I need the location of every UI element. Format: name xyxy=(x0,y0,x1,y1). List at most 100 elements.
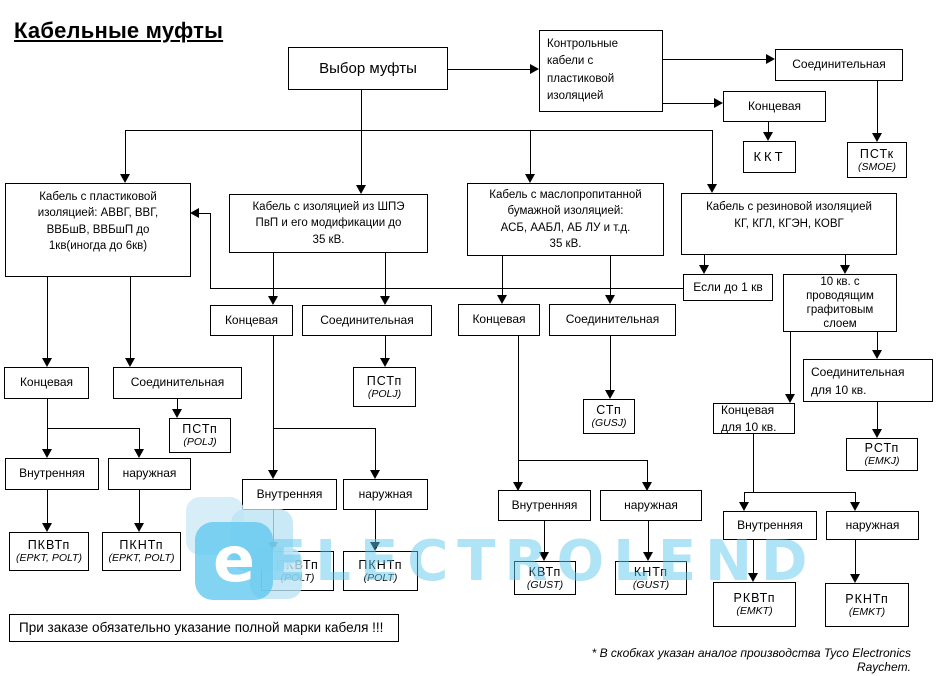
connector-line xyxy=(447,69,530,70)
node-pstp-left-label: ПСТп xyxy=(182,422,218,437)
connector-line xyxy=(768,122,769,132)
node-pstp-shpe-code: (POLJ) xyxy=(367,387,402,400)
node-pstp-left: ПСТп(POLJ) xyxy=(169,418,231,453)
connector-line xyxy=(845,255,846,265)
connector-line xyxy=(273,336,274,428)
node-pkntp-left: ПКНТп(EPKT, POLT) xyxy=(102,532,181,571)
arrowhead xyxy=(525,174,535,183)
node-koncevaya-shpe-label: Концевая xyxy=(224,312,279,327)
connector-line xyxy=(361,130,362,186)
node-rkntp-code: (EMKT) xyxy=(848,605,886,618)
node-kntp: КНТп(GUST) xyxy=(615,561,687,595)
node-soedinitelnaya-10kv: Соединительная для 10 кв. xyxy=(803,359,933,402)
node-rkvtp: РКВТп(EMKT) xyxy=(713,582,796,627)
node-naruzhnaya-maslo-label: наружная xyxy=(624,497,678,512)
connector-line xyxy=(518,460,647,461)
connector-line xyxy=(530,130,531,174)
arrowhead xyxy=(370,542,380,551)
arrowhead xyxy=(42,358,52,367)
node-pstk: ПСТк(SMOE) xyxy=(847,142,907,178)
arrowhead xyxy=(840,265,850,274)
node-rstp-code: (EMKJ) xyxy=(864,455,900,468)
node-kabel-rezina-label: Кабель с резиновой изоляцией КГ, КГЛ, КГ… xyxy=(706,201,872,231)
connector-line xyxy=(753,434,754,492)
node-koncevaya-10kv-label: Концевая для 10 кв. xyxy=(721,403,777,434)
arrowhead xyxy=(380,296,390,305)
node-vybor-mufty-label: Выбор муфты xyxy=(319,59,417,77)
node-10kv-grafit-label: 10 кв. с проводящим графитовым слоем xyxy=(806,275,874,331)
arrowhead xyxy=(268,542,278,551)
node-stp-label: СТп xyxy=(596,403,622,418)
connector-line xyxy=(790,332,791,394)
node-kntp-label: КНТп xyxy=(633,564,669,579)
node-rstp-label: РСТп xyxy=(864,441,900,456)
node-stp: СТп(GUSJ) xyxy=(583,399,635,434)
node-vnutrennyaya-left-label: Внутренняя xyxy=(19,466,85,481)
node-kontrolnye-kabeli: Контрольные кабели с пластиковой изоляци… xyxy=(539,30,663,112)
node-kabel-shpe: Кабель с изоляцией из ШПЭ ПвП и его моди… xyxy=(229,194,428,253)
node-soedinitelnaya-shpe: Соединительная xyxy=(302,305,432,336)
arrowhead xyxy=(530,64,539,74)
connector-line xyxy=(855,492,856,502)
node-kabel-shpe-label: Кабель с изоляцией из ШПЭ ПвП и его моди… xyxy=(252,201,405,246)
connector-line xyxy=(385,253,386,296)
node-naruzhnaya-maslo: наружная xyxy=(600,490,702,521)
arrowhead xyxy=(42,449,52,458)
connector-line xyxy=(610,336,611,390)
node-pkvtp-shpe-code: (POLT) xyxy=(280,571,315,584)
connector-line xyxy=(663,103,714,104)
connector-line xyxy=(375,428,376,470)
node-esli-do-1kv-label: Если до 1 кв xyxy=(693,279,763,294)
node-naruzhnaya-shpe-label: наружная xyxy=(358,486,413,501)
arrowhead xyxy=(120,174,130,183)
node-kabel-plastik: Кабель с пластиковой изоляцией: АВВГ, ВВ… xyxy=(5,183,191,277)
node-pstk-code: (SMOE) xyxy=(858,160,896,173)
node-naruzhnaya-left: наружная xyxy=(108,458,191,490)
arrowhead xyxy=(380,358,390,367)
node-kkt-label: ККТ xyxy=(753,148,786,164)
arrowhead xyxy=(42,523,52,532)
connector-line xyxy=(744,492,745,502)
connector-line xyxy=(544,521,545,552)
connector-line xyxy=(877,81,878,133)
node-vnutrennyaya-rezina-label: Внутренняя xyxy=(737,517,803,532)
node-rkvtp-label: РКВТп xyxy=(733,591,776,606)
node-pkvtp-left: ПКВТп(EPKT, POLT) xyxy=(9,532,89,571)
connector-line xyxy=(704,255,705,265)
node-pkvtp-left-label: ПКВТп xyxy=(27,538,71,553)
connector-line xyxy=(47,490,48,523)
node-soedinitelnaya-left-label: Соединительная xyxy=(130,375,225,390)
page-title: Кабельные муфты xyxy=(14,18,224,43)
node-naruzhnaya-left-label: наружная xyxy=(122,466,177,481)
connector-line xyxy=(753,539,754,573)
arrowhead xyxy=(513,482,523,491)
node-vybor-mufty: Выбор муфты xyxy=(288,47,448,90)
node-soedinitelnaya-left: Соединительная xyxy=(113,367,242,399)
connector-line xyxy=(648,521,649,552)
node-kkt: ККТ xyxy=(743,141,796,173)
arrowhead xyxy=(850,502,860,511)
connector-line xyxy=(273,510,274,542)
node-naruzhnaya-rezina-label: наружная xyxy=(845,517,900,532)
order-note-label: При заказе обязательно указание полной м… xyxy=(19,620,384,636)
connector-line xyxy=(647,460,648,482)
connector-line xyxy=(130,277,131,358)
node-soedinitelnaya-10kv-label: Соединительная для 10 кв. xyxy=(811,364,905,397)
arrowhead xyxy=(539,552,549,561)
node-pstp-shpe: ПСТп(POLJ) xyxy=(353,367,416,407)
node-koncevaya-left-label: Концевая xyxy=(19,375,74,390)
node-rkvtp-code: (EMKT) xyxy=(736,605,773,618)
node-koncevaya-shpe: Концевая xyxy=(210,305,293,336)
arrowhead xyxy=(125,358,135,367)
node-rkntp: РКНТп(EMKT) xyxy=(825,583,909,627)
arrowhead xyxy=(707,184,717,193)
node-soedinitelnaya-maslo: Соединительная xyxy=(549,304,676,336)
order-note-box: При заказе обязательно указание полной м… xyxy=(9,614,399,642)
arrowhead xyxy=(605,390,615,399)
arrowhead xyxy=(172,409,182,418)
node-kvtp-code: (GUST) xyxy=(526,578,564,591)
connector-line xyxy=(177,399,178,409)
node-koncevaya-top-label: Концевая xyxy=(747,98,802,113)
arrowhead xyxy=(370,470,380,479)
node-vnutrennyaya-rezina: Внутренняя xyxy=(723,511,817,540)
